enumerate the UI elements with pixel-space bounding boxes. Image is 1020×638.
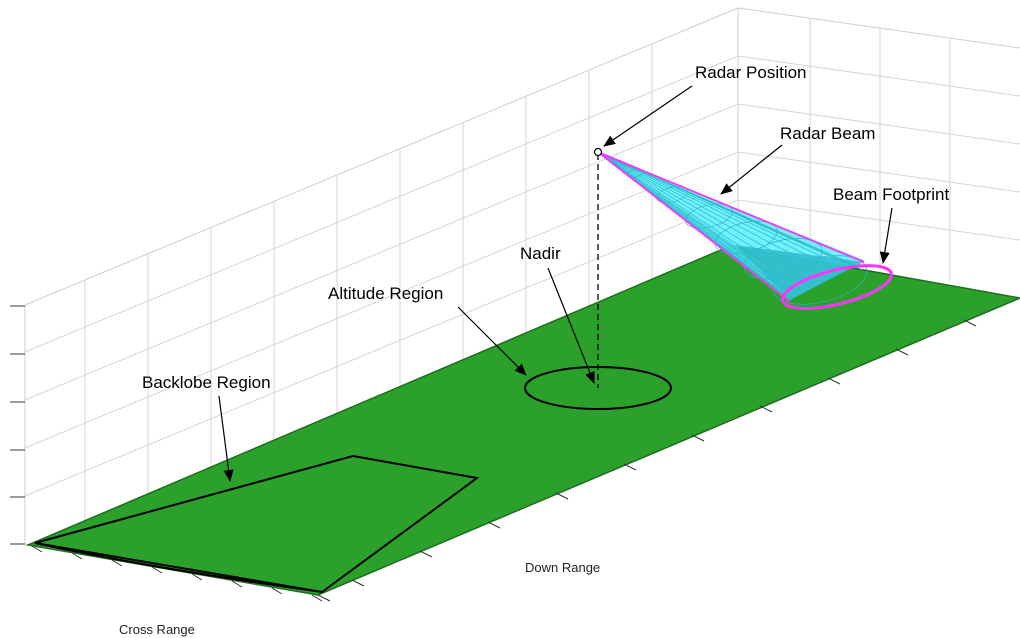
beam-mesh-line xyxy=(597,151,784,267)
annotation-arrows xyxy=(218,85,893,482)
nadir-label: Nadir xyxy=(520,244,561,263)
beam-mesh-ring xyxy=(685,203,733,229)
cross-range-axis-label: Cross Range xyxy=(119,622,195,637)
z-axis-ticks xyxy=(10,305,25,545)
down-range-ticks xyxy=(317,319,977,602)
beam-mesh-ring xyxy=(772,255,868,305)
axes-box xyxy=(24,7,1020,545)
altitude-region-label: Altitude Region xyxy=(328,284,443,303)
beam-mesh-line xyxy=(597,151,803,260)
side-wall-grid xyxy=(737,18,1020,282)
backlobe-region-curve xyxy=(34,542,323,593)
radar-position-marker xyxy=(593,147,603,157)
radar-beam-cone xyxy=(597,151,868,305)
beam-mesh-line xyxy=(597,151,774,276)
backlobe-region-arrow xyxy=(218,395,234,482)
beam-mesh-line xyxy=(597,151,838,260)
nadir-arrow xyxy=(547,267,595,384)
backlobe-region-outline xyxy=(34,454,480,594)
radar-beam-arrow xyxy=(720,144,783,195)
beam-mesh-ring xyxy=(743,238,823,280)
cross-range-ticks xyxy=(31,545,323,602)
radar-beam-label: Radar Beam xyxy=(780,124,875,143)
altitude-region-arrow xyxy=(457,306,527,376)
beam-mesh-ring xyxy=(714,220,778,254)
beam-mesh-line xyxy=(597,151,777,271)
backlobe-region-label: Backlobe Region xyxy=(142,373,271,392)
radar-position-arrow xyxy=(603,85,693,147)
ground-plane xyxy=(25,245,1020,596)
beam-footprint-outline xyxy=(781,264,893,310)
beam-footprint-label: Beam Footprint xyxy=(833,185,949,204)
beam-mesh-line xyxy=(597,151,826,259)
down-range-axis-label: Down Range xyxy=(525,560,600,575)
radar-position-label: Radar Position xyxy=(695,63,807,82)
beam-footprint-arrow xyxy=(879,207,893,264)
beam-mesh-line xyxy=(597,151,773,282)
beam-mesh-line xyxy=(597,151,814,259)
beam-mesh-line xyxy=(597,151,792,263)
back-wall-grid xyxy=(24,45,739,520)
